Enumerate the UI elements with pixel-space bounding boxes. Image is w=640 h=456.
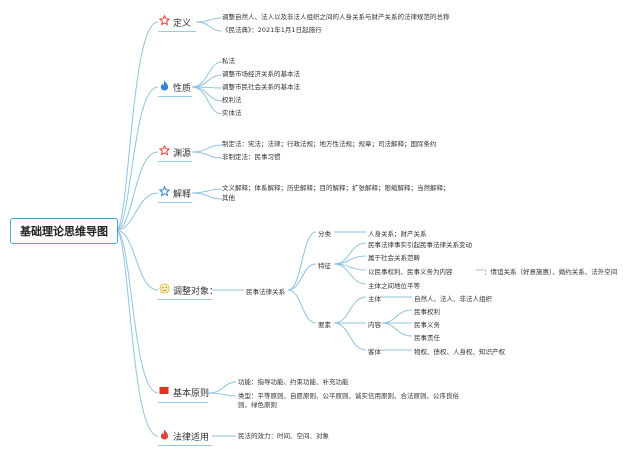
fire-icon bbox=[158, 80, 170, 94]
content-item[interactable]: 民事义务 bbox=[414, 321, 440, 329]
object-item[interactable]: 物权、债权、人身权、知识产权 bbox=[414, 348, 505, 356]
source-item[interactable]: 制定法：宪法；法律；行政法规；地方性法规；规章；司法解释；国际条约 bbox=[222, 140, 437, 148]
features-label[interactable]: 特征 bbox=[318, 262, 331, 270]
principles-item[interactable]: 则、绿色原则 bbox=[238, 401, 277, 409]
content-item[interactable]: 民事责任 bbox=[414, 334, 440, 342]
interpretation-item[interactable]: 文义解释；体系解释；历史解释；目的解释；扩张解释；限缩解释；当然解释； bbox=[222, 184, 450, 192]
branch-source[interactable]: 渊源 bbox=[158, 144, 192, 159]
classification-item[interactable]: 人身关系；财产关系 bbox=[368, 230, 427, 238]
feature-item[interactable]: 主体之间地位平等 bbox=[368, 282, 420, 290]
star-outline-icon bbox=[158, 144, 170, 159]
source-item[interactable]: 非制定法：民事习惯 bbox=[222, 153, 281, 161]
feature-item[interactable]: 民事法律事实引起民事法律关系变动 bbox=[368, 241, 472, 249]
branch-label: 性质 bbox=[173, 83, 192, 94]
branch-label: 调整对象： bbox=[173, 286, 219, 297]
subject-item[interactable]: 自然人、法人、非法人组织 bbox=[414, 295, 492, 303]
nature-item[interactable]: 私法 bbox=[222, 57, 235, 65]
branch-definition[interactable]: 定义 bbox=[158, 14, 192, 29]
object-label[interactable]: 客体 bbox=[368, 348, 381, 356]
content-label[interactable]: 内容 bbox=[368, 321, 381, 329]
definition-item[interactable]: 调整自然人、法人以及非法人组织之间的人身关系与财产关系的法律规范的总称 bbox=[222, 13, 450, 21]
content-item[interactable]: 民事权利 bbox=[414, 308, 440, 316]
branch-interpretation[interactable]: 解释 bbox=[158, 185, 192, 200]
branch-label: 定义 bbox=[173, 18, 192, 29]
feature-item[interactable]: 属于社会关系范畴 bbox=[368, 254, 420, 262]
smile-icon bbox=[158, 283, 170, 297]
hub-civil-relation[interactable]: 民事法律关系 bbox=[246, 288, 285, 296]
underline bbox=[158, 445, 212, 446]
branch-label: 法律适用 bbox=[173, 432, 210, 443]
principles-item[interactable]: 功能：指导功能、约束功能、补充功能 bbox=[238, 378, 349, 386]
underline bbox=[158, 31, 196, 32]
interpretation-item[interactable]: 其他 bbox=[222, 194, 235, 202]
branch-nature[interactable]: 性质 bbox=[158, 80, 191, 94]
underline bbox=[158, 161, 192, 162]
nature-item[interactable]: 权利法 bbox=[222, 96, 242, 104]
branch-principles[interactable]: 基本原则 bbox=[158, 386, 209, 399]
branch-application[interactable]: 法律适用 bbox=[158, 429, 209, 443]
branch-label: 基本原则 bbox=[173, 389, 210, 399]
underline bbox=[158, 402, 208, 403]
branch-adjustment[interactable]: 调整对象： bbox=[158, 283, 218, 297]
nature-item[interactable]: 调整市民社会关系的基本法 bbox=[222, 83, 300, 91]
fire-icon bbox=[158, 429, 170, 443]
subject-label[interactable]: 主体 bbox=[368, 295, 381, 303]
underline bbox=[158, 299, 212, 300]
branch-label: 渊源 bbox=[173, 148, 192, 159]
application-item[interactable]: 民法的效力：时间、空间、对象 bbox=[238, 432, 329, 440]
flag-icon bbox=[158, 386, 170, 399]
definition-item[interactable]: 《民法典》：2021年1月1日起施行 bbox=[222, 26, 322, 34]
feature-side-note[interactable]: ：情谊关系（好意施惠）、婚约关系、法外空间 bbox=[484, 268, 618, 276]
star-blue-icon bbox=[158, 185, 170, 200]
star-outline-icon bbox=[158, 14, 170, 29]
elements-label[interactable]: 要素 bbox=[318, 321, 331, 329]
nature-item[interactable]: 调整市场经济关系的基本法 bbox=[222, 70, 300, 78]
branch-label: 解释 bbox=[173, 189, 192, 200]
underline bbox=[158, 96, 192, 97]
feature-item[interactable]: 以民事权利、民事义务为内容 bbox=[368, 268, 453, 276]
nature-item[interactable]: 实体法 bbox=[222, 109, 242, 117]
classification-label[interactable]: 分类 bbox=[318, 230, 331, 238]
underline bbox=[158, 202, 192, 203]
principles-item[interactable]: 类型：平等原则、自愿原则、公平原则、诚实信用原则、合法原则、公序良俗 bbox=[238, 392, 459, 400]
root-topic[interactable]: 基础理论思维导图 bbox=[10, 218, 118, 244]
